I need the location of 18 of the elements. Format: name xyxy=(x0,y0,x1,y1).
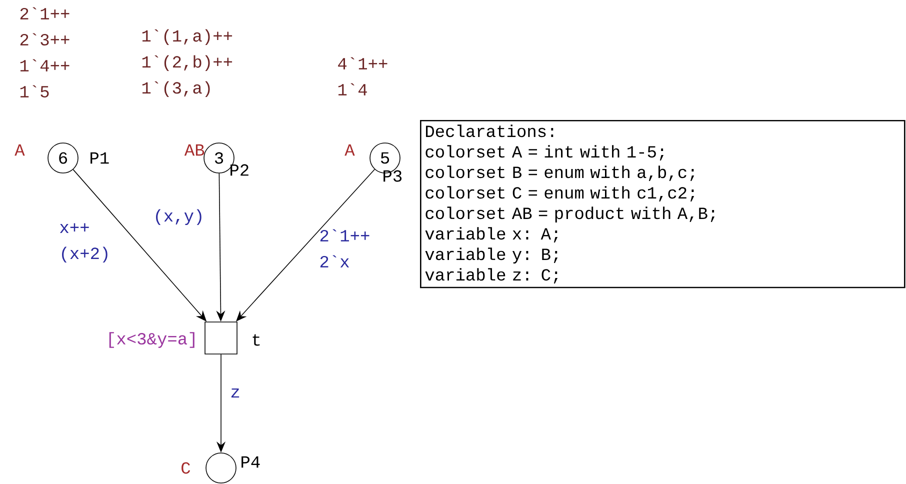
declarations-box: Declarations: colorset A = int with 1-5; colorset B = enum with a,b,c; colorset C = enum with c1,c2; colorset AB = product with A,B; variable x: A; variable y: B; variable z: C; xyxy=(420,120,906,288)
arc-inscription: (x,y) xyxy=(156,209,202,226)
place-name: P1 xyxy=(90,152,109,164)
arc-inscription: z xyxy=(231,388,240,398)
transition-box xyxy=(204,322,238,354)
guard-label: [x<3&y=a] xyxy=(109,332,194,348)
colorset-label: A xyxy=(344,144,355,156)
colorset-label: AB xyxy=(184,144,204,156)
initial-marking: 1`(1,a)++ 1`(2,b)++ 1`(3,a) xyxy=(142,29,232,98)
initial-marking: 2`1++ 2`3++ 1`4++ 1`5 xyxy=(20,7,70,98)
colorset-label: A xyxy=(14,144,25,156)
place-circle xyxy=(206,452,236,484)
transition-name: t xyxy=(252,334,260,346)
arc-inscription: 2`1++ 2`x xyxy=(320,229,370,268)
initial-marking: 4`1++ 1`4 xyxy=(338,57,388,96)
place-name: P4 xyxy=(242,456,260,468)
arc-inscription: x++ (x+2) xyxy=(60,223,108,263)
colorset-label: C xyxy=(182,462,190,474)
